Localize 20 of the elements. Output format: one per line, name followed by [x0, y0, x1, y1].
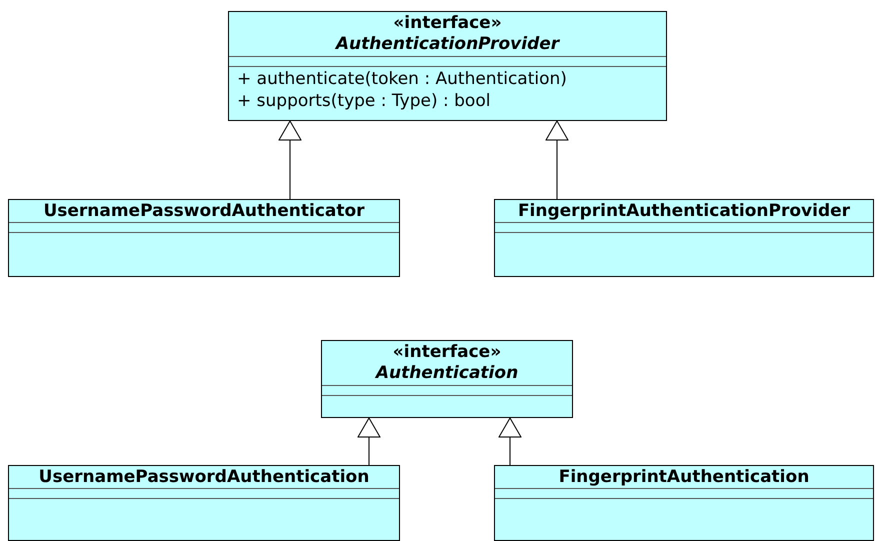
generalization-arrow [498, 418, 522, 466]
class-box [321, 340, 573, 418]
class-name: FingerprintAuthentication [558, 466, 810, 488]
generalization-arrow [546, 120, 568, 200]
stereotype-label: «interface» [392, 342, 502, 363]
generalization-arrow [278, 120, 302, 200]
class-name: FingerprintAuthenticationProvider [518, 200, 850, 222]
class-box [494, 199, 874, 277]
class-box [494, 465, 874, 541]
class-box [8, 465, 400, 541]
method-label: + authenticate(token : Authentication) [237, 68, 567, 90]
stereotype-label: «interface» [393, 13, 502, 34]
method-label: + supports(type : Type) : bool [237, 90, 490, 112]
class-box [8, 199, 400, 277]
class-name: AuthenticationProvider [336, 34, 560, 55]
class-name: Authentication [376, 363, 518, 384]
class-box [228, 11, 667, 121]
class-name: UsernamePasswordAuthentication [38, 466, 370, 488]
class-name: UsernamePasswordAuthenticator [43, 200, 365, 222]
generalization-arrow [358, 418, 380, 466]
